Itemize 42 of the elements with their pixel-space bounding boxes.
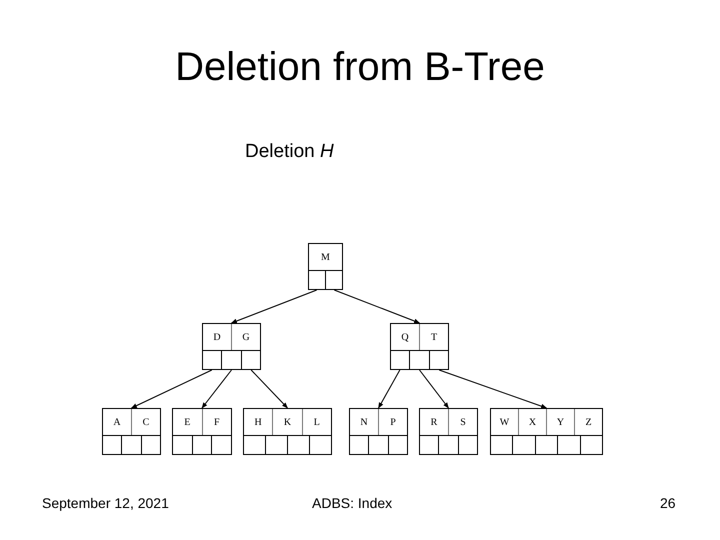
key-label: W [491,409,519,435]
key-label: X [519,409,547,435]
tree-node [202,323,261,370]
tree-node [243,408,332,455]
arrow [250,370,288,408]
key-label: Z [584,416,593,430]
page-number: 26 [660,495,676,511]
key-label: M [320,250,331,264]
tree-node [308,243,343,290]
arrow [438,370,548,408]
tree-node [490,408,603,455]
key-label: R [420,409,449,435]
key-label: S [459,416,467,430]
tree-node [349,408,408,455]
key-label: C [142,416,150,430]
key-label: N [350,409,379,435]
tree-node [419,408,478,455]
arrow [334,290,420,324]
key-label: T [430,330,438,344]
arrow [230,290,318,324]
key-label: A [103,409,132,435]
key-label: Q [391,324,420,350]
tree-node [390,323,449,370]
key-label: P [389,416,397,430]
arrow [202,370,232,408]
footer-text: ADBS: Index [312,495,392,511]
tree-node [102,408,161,455]
key-label: Y [547,409,575,435]
key-label: K [273,409,303,435]
key-label: D [203,324,232,350]
key-label: G [241,330,251,344]
key-label: L [312,416,321,430]
arrow [130,370,212,408]
key-label: E [173,409,202,435]
key-label: H [244,409,274,435]
key-label: F [212,416,221,430]
arrow [419,370,449,408]
tree-node [172,408,232,455]
date-footer: September 12, 2021 [42,495,169,511]
deletion-caption: Deletion H [245,141,334,163]
slide-title: Deletion from B-Tree [174,45,546,90]
arrow [378,370,400,409]
